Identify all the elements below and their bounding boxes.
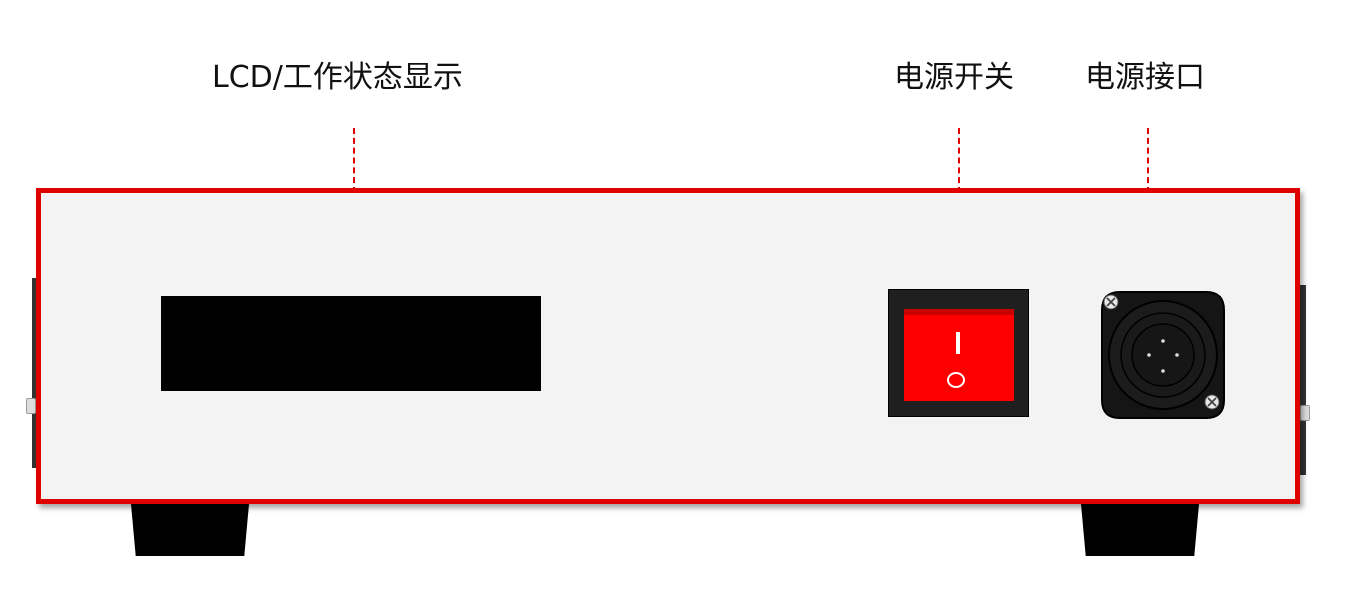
power-connector[interactable] xyxy=(1098,288,1228,422)
switch-on-symbol-icon xyxy=(956,332,960,354)
connector-pin xyxy=(1161,339,1165,343)
connector-screw-icon xyxy=(1103,294,1119,310)
connector-socket-face xyxy=(1131,323,1195,387)
right-foot xyxy=(1081,504,1199,556)
right-side-bracket xyxy=(1300,285,1306,475)
lcd-status-display-label: LCD/工作状态显示 xyxy=(212,60,463,95)
power-port-label: 电源接口 xyxy=(1085,60,1205,95)
power-switch-label: 电源开关 xyxy=(894,60,1014,95)
connector-pin xyxy=(1175,353,1179,357)
connector-pin xyxy=(1161,369,1165,373)
switch-off-symbol-icon xyxy=(947,372,965,388)
right-side-latch xyxy=(1300,405,1310,421)
left-side-latch xyxy=(26,398,36,414)
left-side-bracket xyxy=(32,278,38,468)
lcd-display-window xyxy=(161,296,541,391)
connector-pin xyxy=(1147,353,1151,357)
connector-screw-icon xyxy=(1204,394,1220,410)
left-foot xyxy=(131,504,249,556)
